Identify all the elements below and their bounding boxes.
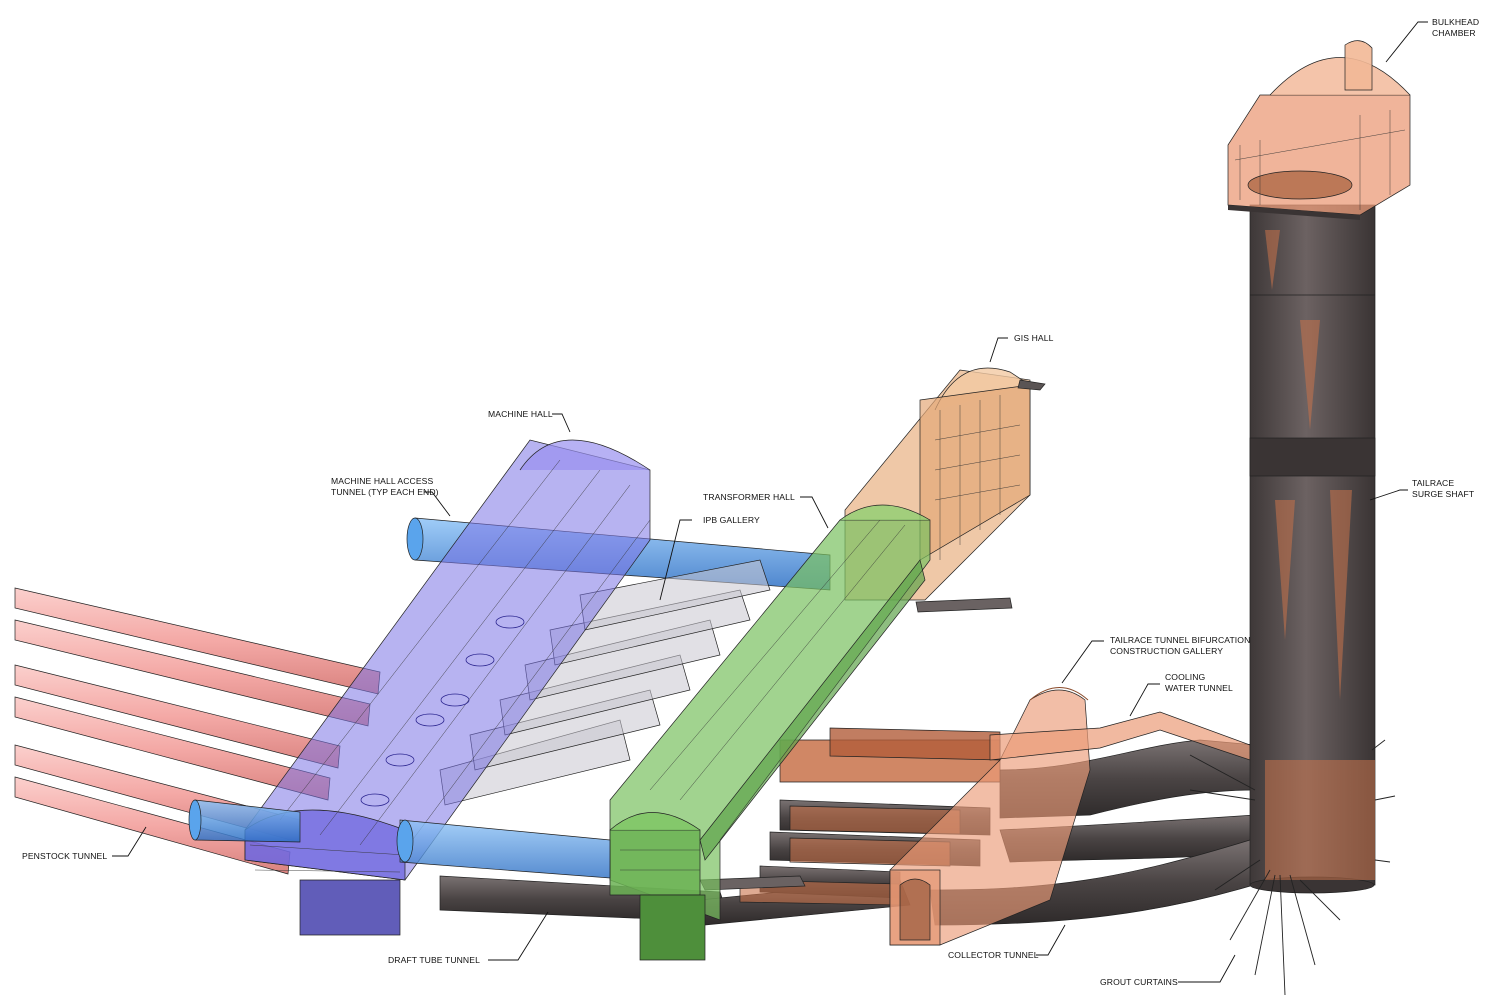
label-line: PENSTOCK TUNNEL xyxy=(22,851,107,861)
label-line: COLLECTOR TUNNEL xyxy=(948,950,1039,960)
label-line: GIS HALL xyxy=(1014,333,1054,343)
penstock-tunnels xyxy=(14,587,381,875)
label-line: TAILRACE xyxy=(1412,478,1454,488)
label-grout-curtains: GROUT CURTAINS xyxy=(1100,954,1236,987)
label-line: COOLING xyxy=(1165,672,1206,682)
tailrace-collector xyxy=(699,597,1251,946)
label-gis-hall: GIS HALL xyxy=(989,333,1054,363)
transformer-hall xyxy=(609,504,931,961)
bulkhead-chamber xyxy=(1227,40,1411,220)
label-draft-tube-tunnel: DRAFT TUBE TUNNEL xyxy=(388,911,549,965)
label-line: TRANSFORMER HALL xyxy=(703,492,795,502)
label-line: IPB GALLERY xyxy=(703,515,760,525)
label-line: WATER TUNNEL xyxy=(1165,683,1233,693)
machine-hall-access-tunnel-bottom xyxy=(188,799,611,879)
label-penstock-tunnel: PENSTOCK TUNNEL xyxy=(22,826,147,861)
label-line: TUNNEL (TYP EACH END) xyxy=(331,487,439,497)
label-transformer-hall: TRANSFORMER HALL xyxy=(703,492,829,529)
label-line: SURGE SHAFT xyxy=(1412,489,1475,499)
label-line: BULKHEAD xyxy=(1432,17,1479,27)
label-line: CHAMBER xyxy=(1432,28,1476,38)
label-line: MACHINE HALL xyxy=(488,409,553,419)
label-machine-hall: MACHINE HALL xyxy=(488,409,571,433)
tailrace-surge-shaft xyxy=(1189,204,1396,996)
label-line: MACHINE HALL ACCESS xyxy=(331,476,434,486)
label-ipb-gallery: IPB GALLERY xyxy=(659,515,760,601)
label-line: CONSTRUCTION GALLERY xyxy=(1110,646,1223,656)
machine-hall xyxy=(244,439,651,936)
label-collector-tunnel: COLLECTOR TUNNEL xyxy=(948,924,1066,960)
label-line: DRAFT TUBE TUNNEL xyxy=(388,955,480,965)
label-line: GROUT CURTAINS xyxy=(1100,977,1178,987)
label-line: TAILRACE TUNNEL BIFURCATION xyxy=(1110,635,1250,645)
ipb-gallery xyxy=(439,559,771,806)
